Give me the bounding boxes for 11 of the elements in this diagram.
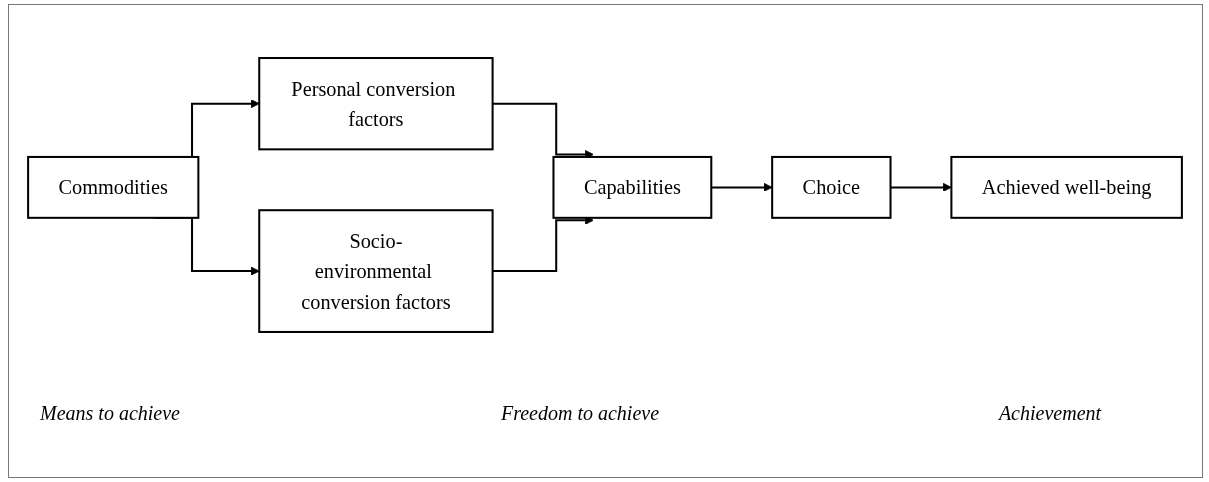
stage-label: Achievement	[997, 401, 1103, 426]
stage-label: Freedom to achieve	[500, 401, 660, 426]
node-box: Achieved well-being	[950, 155, 1183, 219]
node-box: Socio-environmental conversion factors	[258, 209, 494, 333]
arrow	[711, 182, 773, 192]
stage-label: Means to achieve	[39, 401, 181, 426]
node-box: Capabilities	[552, 155, 713, 219]
node-box: Choice	[771, 155, 892, 219]
node-box: Commodities	[27, 155, 200, 219]
arrow	[890, 182, 952, 192]
node-box: Personal conversion factors	[258, 57, 494, 151]
